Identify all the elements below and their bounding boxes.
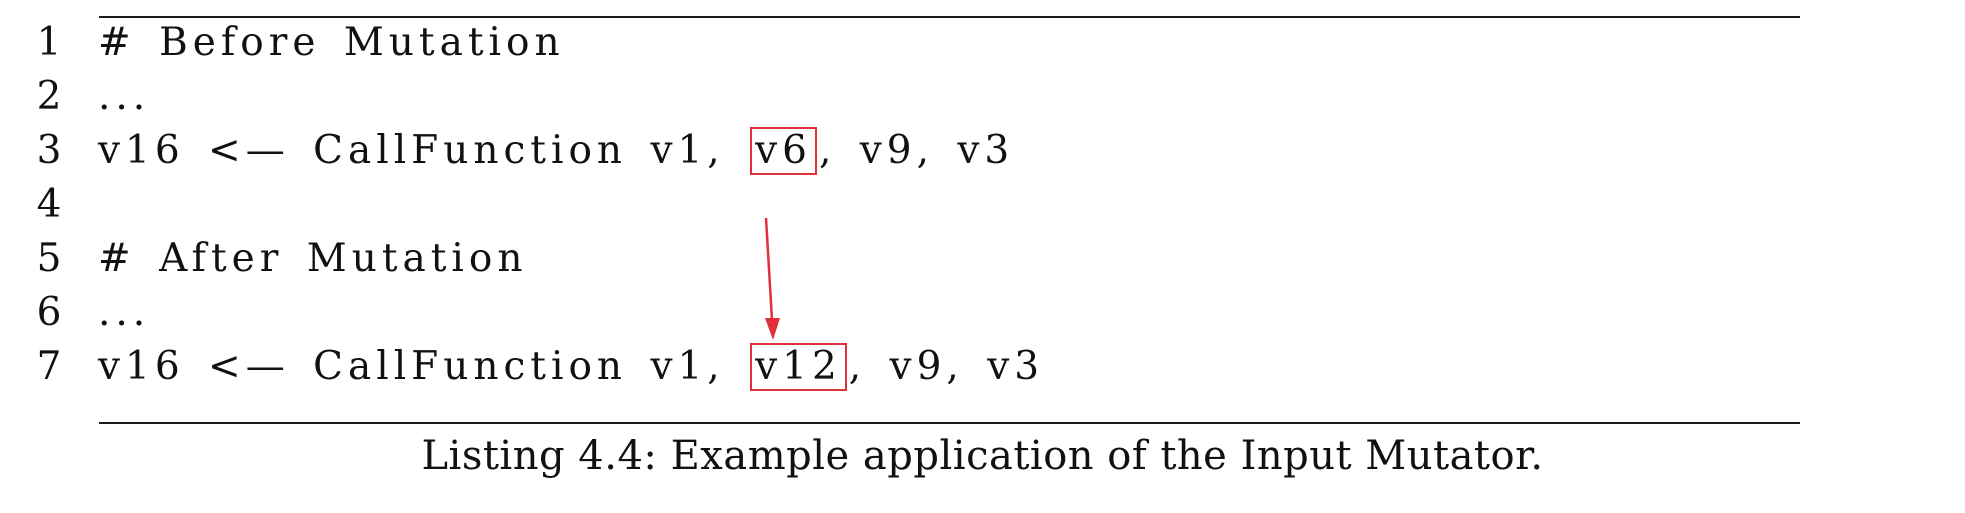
code-text: # After Mutation [98, 232, 528, 286]
code-line-4: 4 [0, 178, 1965, 232]
code-line-5: 5 # After Mutation [0, 232, 1965, 286]
line-number: 2 [36, 74, 62, 119]
line-number: 1 [36, 20, 62, 65]
code-line-1: 1 # Before Mutation [0, 16, 1965, 70]
code-line-3: 3 v16 <— CallFunction v1, v6, v9, v3 [0, 124, 1965, 178]
code-line-7: 7 v16 <— CallFunction v1, v12, v9, v3 [0, 340, 1965, 394]
highlighted-argument-after: v12 [750, 343, 847, 391]
comment-text: # Before Mutation [98, 20, 565, 65]
code-line-6: 6 ... [0, 286, 1965, 340]
top-rule [99, 16, 1800, 18]
ellipsis-text: ... [98, 290, 151, 335]
line-number: 7 [36, 344, 62, 389]
code-prefix: v16 <— CallFunction v1, [98, 344, 749, 389]
listing-caption: Listing 4.4: Example application of the … [421, 433, 1544, 479]
line-number: 5 [36, 236, 62, 281]
code-text: ... [98, 286, 150, 340]
bottom-rule [99, 422, 1800, 424]
line-number: 3 [36, 128, 62, 173]
ellipsis-text: ... [98, 74, 151, 119]
code-suffix: , v9, v3 [848, 344, 1045, 389]
code-prefix: v16 <— CallFunction v1, [98, 128, 749, 173]
code-suffix: , v9, v3 [818, 128, 1015, 173]
code-text: ... [98, 70, 150, 124]
comment-text: # After Mutation [98, 236, 528, 281]
line-number: 4 [36, 182, 62, 227]
code-text: # Before Mutation [98, 16, 565, 70]
code-text: v16 <— CallFunction v1, v6, v9, v3 [98, 124, 1014, 178]
highlighted-argument-before: v6 [750, 127, 817, 175]
code-text: v16 <— CallFunction v1, v12, v9, v3 [98, 340, 1044, 394]
code-line-2: 2 ... [0, 70, 1965, 124]
line-number: 6 [36, 290, 62, 335]
